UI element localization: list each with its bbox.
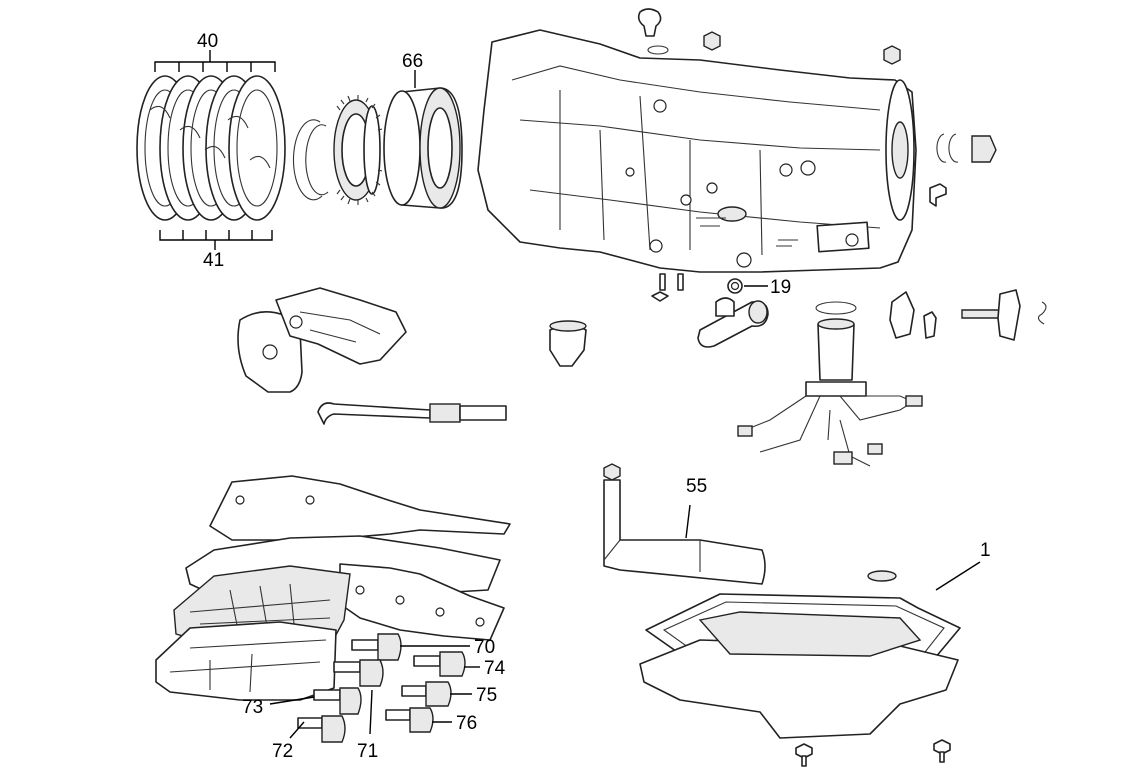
o-ring-seal [727,278,743,294]
solenoid-leaders [269,645,480,739]
detent-lever-parts [889,289,1047,341]
callout-1-leader [935,561,981,591]
solenoids [297,633,466,743]
solenoid-72 [297,715,346,743]
valve-body-assembly [155,475,511,701]
case-bolts [651,273,684,302]
callout-40: 40 [197,31,218,52]
callout-41: 41 [203,250,224,271]
clutch-drum [383,87,463,209]
manual-shaft [697,297,769,348]
solenoid-74 [413,651,466,677]
callout-41-bracket [159,230,273,250]
callout-72: 72 [272,741,293,762]
oil-pan [639,611,959,739]
transmission-case [477,29,917,273]
callout-74: 74 [484,658,506,679]
pan-bolts [795,739,951,767]
vent-fitting [637,8,669,55]
callout-40-bracket [154,50,276,72]
solenoid-70 [351,633,402,661]
snap-ring [292,119,329,201]
callout-1: 1 [980,540,991,561]
drain-plug [867,570,897,582]
connector-harness [737,301,923,467]
shift-actuator [549,320,587,367]
callout-55: 55 [686,476,707,497]
solenoid-73 [313,687,362,715]
plug-nut-a [703,31,721,51]
callout-70: 70 [474,637,495,658]
callout-73: 73 [242,697,263,718]
clutch-plate-stack [136,75,286,221]
solenoid-71 [333,659,384,687]
rear-seal-rings [929,133,997,207]
callout-75: 75 [476,685,497,706]
callout-55-leader [685,504,691,539]
parking-rod [317,402,507,425]
oil-filter [603,463,766,585]
splined-hub [333,95,383,205]
parking-pawl-bracket [237,287,407,393]
callout-76: 76 [456,713,477,734]
callout-71: 71 [357,741,378,762]
callout-66: 66 [402,51,423,72]
plug-nut-b [883,45,901,65]
callout-19: 19 [770,277,791,298]
solenoid-75 [401,681,452,707]
solenoid-76 [385,707,434,733]
